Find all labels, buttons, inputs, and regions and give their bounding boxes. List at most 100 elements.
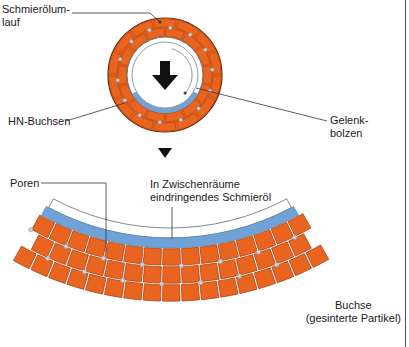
pore bbox=[169, 26, 173, 30]
sintered-cell bbox=[218, 278, 238, 297]
sintered-cell bbox=[104, 278, 124, 297]
sintered-cell bbox=[143, 266, 161, 283]
sintered-cell bbox=[163, 285, 181, 302]
pore bbox=[188, 33, 192, 37]
pore bbox=[199, 280, 203, 284]
pore bbox=[101, 256, 105, 260]
callout-label: Schmierölum- lauf bbox=[2, 3, 70, 29]
pore bbox=[64, 244, 68, 248]
pore bbox=[130, 40, 134, 44]
sintered-cell bbox=[109, 52, 122, 74]
sintered-cell bbox=[203, 65, 212, 84]
pore bbox=[237, 274, 241, 278]
pore bbox=[28, 228, 32, 232]
pore bbox=[46, 256, 50, 260]
callout-label: HN-Buchsen bbox=[8, 115, 70, 128]
sintered-cell bbox=[254, 268, 275, 289]
sintered-cell bbox=[218, 241, 238, 261]
pore bbox=[82, 270, 86, 274]
sintered-cell bbox=[109, 76, 122, 98]
pore bbox=[293, 235, 297, 239]
sintered-cell bbox=[236, 255, 257, 275]
sintered-cell bbox=[143, 248, 161, 265]
sintered-cell bbox=[200, 263, 219, 282]
sintered-cell bbox=[154, 19, 177, 28]
pore bbox=[203, 48, 207, 52]
leader-dot bbox=[159, 21, 162, 24]
sintered-cell bbox=[200, 245, 219, 264]
sintered-cell bbox=[163, 267, 181, 284]
pore bbox=[210, 68, 214, 72]
sintered-cell bbox=[154, 122, 177, 131]
sintered-cell bbox=[115, 97, 135, 119]
bushing-detail bbox=[13, 199, 328, 301]
pore bbox=[179, 264, 183, 268]
pore bbox=[138, 113, 142, 117]
pore bbox=[159, 282, 163, 286]
sintered-cell bbox=[236, 273, 257, 293]
load-arrow bbox=[152, 61, 178, 90]
sintered-cell bbox=[115, 32, 135, 54]
leader-line bbox=[72, 13, 160, 22]
sintered-cell bbox=[13, 246, 36, 268]
sintered-cell bbox=[67, 269, 88, 290]
transition-arrow bbox=[158, 148, 172, 158]
pore bbox=[123, 98, 127, 102]
sintered-cell bbox=[236, 236, 257, 257]
sintered-cell bbox=[272, 261, 294, 282]
bushing-section bbox=[108, 18, 222, 132]
sintered-cell bbox=[143, 284, 161, 301]
sintered-cell bbox=[196, 32, 216, 54]
pore bbox=[118, 58, 122, 62]
sintered-cell bbox=[67, 250, 88, 271]
callout-label: In Zwischenräume eindringendes Schmieröl bbox=[150, 178, 271, 204]
sintered-cell bbox=[218, 259, 238, 278]
sintered-cell bbox=[124, 263, 143, 281]
sintered-cell bbox=[181, 265, 199, 283]
callout-label: Buchse (gesinterte Partikel) bbox=[306, 299, 401, 325]
sintered-cell bbox=[182, 247, 201, 265]
sintered-cell bbox=[177, 113, 200, 130]
frame-line bbox=[405, 0, 406, 347]
sintered-cell bbox=[163, 249, 181, 266]
pore bbox=[140, 262, 144, 266]
pore bbox=[197, 107, 201, 111]
sintered-cell bbox=[177, 20, 200, 37]
leader-line bbox=[41, 183, 106, 252]
pore bbox=[116, 79, 120, 83]
sintered-cell bbox=[209, 76, 222, 98]
callout-label: Gelenk- bolzen bbox=[330, 114, 369, 140]
sintered-cell bbox=[196, 97, 216, 119]
sintered-cell bbox=[200, 281, 219, 299]
pore bbox=[148, 28, 152, 32]
pore bbox=[158, 120, 162, 124]
pore bbox=[218, 259, 222, 263]
callout-label: Poren bbox=[10, 177, 39, 190]
sintered-cell bbox=[105, 260, 125, 279]
bushing-ring bbox=[108, 18, 222, 132]
sintered-cell bbox=[131, 20, 154, 37]
clearance-gap bbox=[127, 37, 203, 113]
sintered-cell bbox=[105, 242, 125, 262]
sintered-cell bbox=[86, 274, 107, 294]
sintered-cell bbox=[124, 282, 143, 300]
pore bbox=[120, 278, 124, 282]
pore bbox=[256, 250, 260, 254]
sintered-cell bbox=[86, 237, 107, 257]
pore bbox=[179, 118, 183, 122]
pore bbox=[275, 262, 279, 266]
leader-line bbox=[66, 103, 125, 121]
sintered-cell bbox=[181, 284, 199, 301]
sintered-cell bbox=[86, 255, 107, 275]
sintered-cell bbox=[118, 65, 127, 84]
circulation-dot bbox=[184, 91, 187, 94]
leader-line bbox=[196, 88, 327, 121]
sintered-cell bbox=[209, 52, 222, 74]
pin-section bbox=[132, 42, 198, 108]
circulation-arc bbox=[172, 49, 192, 92]
sintered-cell bbox=[131, 113, 154, 130]
sintered-cell bbox=[124, 245, 143, 264]
sintered-cell bbox=[32, 215, 55, 238]
